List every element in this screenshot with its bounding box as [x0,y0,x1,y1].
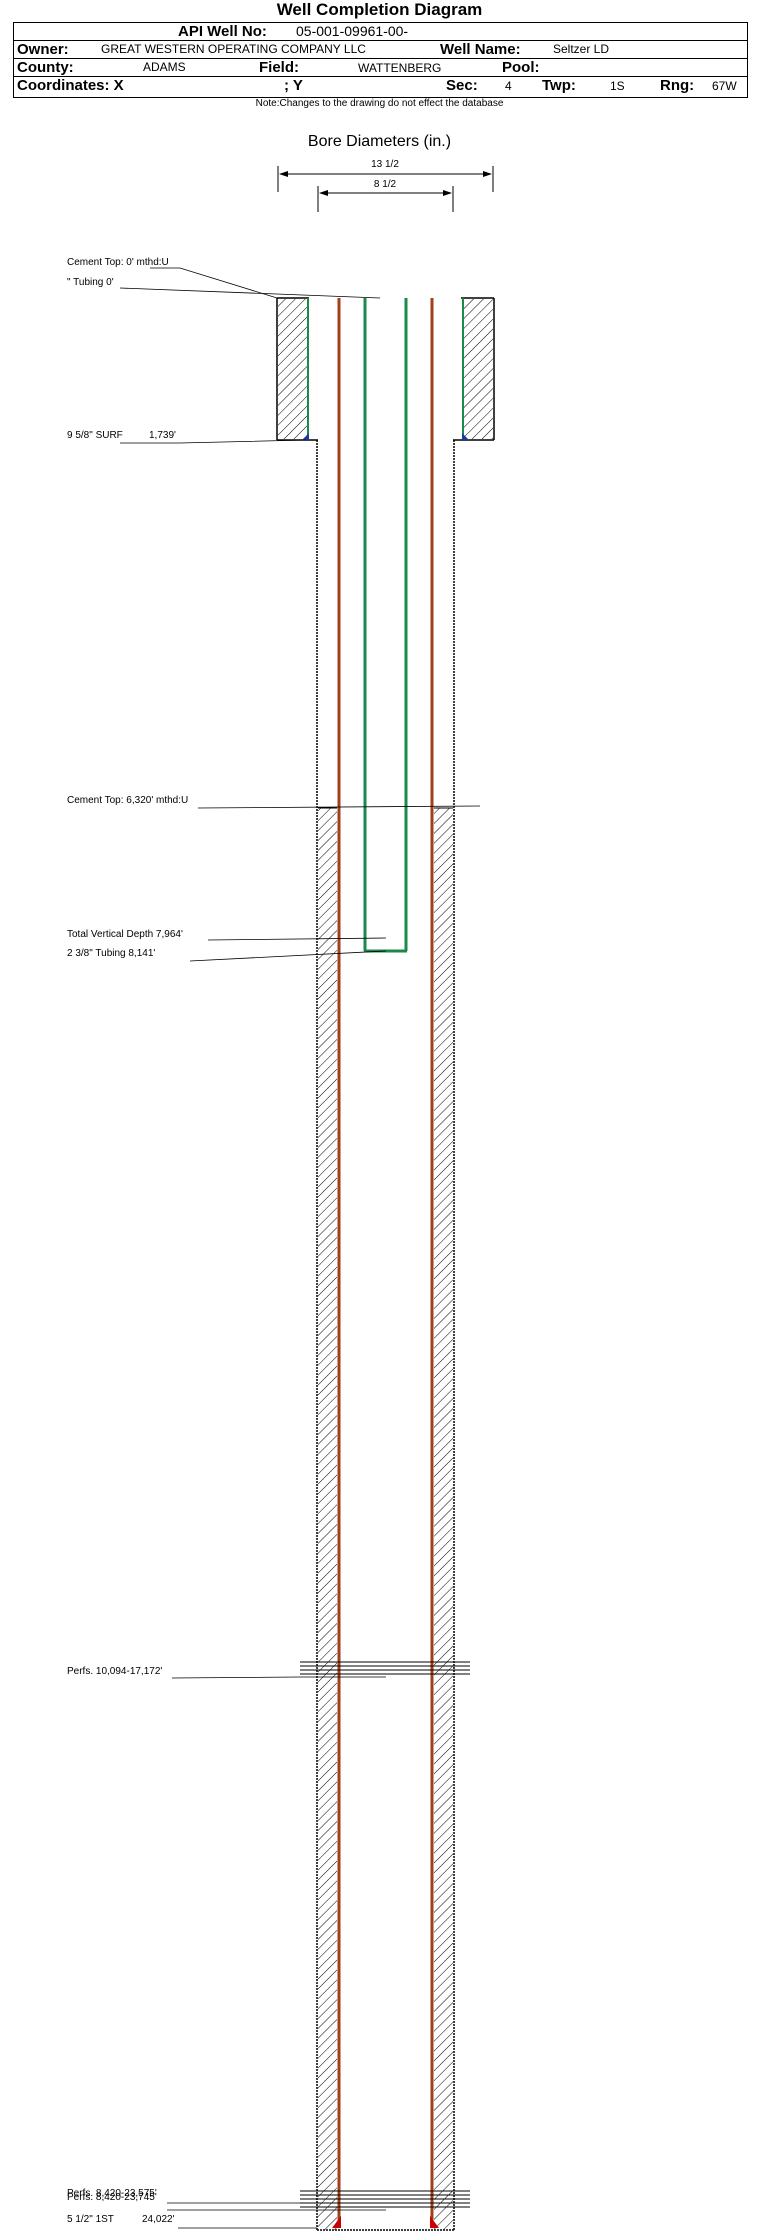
production-casing-label: 5 1/2" 1ST [67,2214,114,2225]
perforations-label: Perfs. 8,420-23,575' [67,2188,157,2199]
header-divider [13,76,748,77]
owner-value: GREAT WESTERN OPERATING COMPANY LLC [101,42,366,56]
production-casing-shoe-left [332,2216,341,2228]
field-label: Field: [259,59,299,76]
leader-lines [119,267,481,2229]
drawing-note: Note:Changes to the drawing do not effec… [255,98,504,109]
field-value: WATTENBERG [358,61,442,75]
township-value: 1S [610,79,625,93]
perforations-label: Perfs. 10,094-17,172' [67,1666,163,1677]
perforations-label: Perfs. 8,420-23,745' [67,2192,157,2203]
api-value: 05-001-09961-00- [296,23,409,39]
tubing-string [363,298,408,953]
production-cement-left [318,808,337,2230]
header-divider [13,40,748,41]
bore-diameter-label: 13 1/2 [371,159,399,170]
page-title: Well Completion Diagram [276,0,483,19]
range-label: Rng: [660,77,695,94]
total-vertical-depth-label: Total Vertical Depth 7,964' [67,929,183,940]
township-label: Twp: [542,77,576,94]
surface-hole [276,297,495,441]
cement-top-label: Cement Top: 0' mthd:U [67,257,169,268]
api-label: API Well No: [178,23,267,40]
pool-label: Pool: [502,59,540,76]
well-name-label: Well Name: [440,41,521,58]
section-label: Sec: [446,77,478,94]
coordinates-y-label: ; Y [284,77,303,94]
header-table [13,22,748,98]
county-label: County: [17,59,74,76]
surface-casing-depth: 1,739' [149,430,176,441]
bore-dimension-8-5 [317,186,454,212]
section-value: 4 [505,79,512,93]
bore-diameter-label: 8 1/2 [373,179,397,190]
tubing-label: 2 3/8" Tubing 8,141' [67,948,156,959]
bore-dimension-13-5 [277,166,494,192]
tubing-label: " Tubing 0' [67,277,114,288]
surface-cement-left [278,299,307,439]
surface-casing-label: 9 5/8" SURF [67,430,123,441]
surface-casing-shoe-left [302,433,309,440]
production-casing-shoe-right [430,2216,439,2228]
owner-label: Owner: [17,41,69,58]
bore-diameters-title: Bore Diameters (in.) [307,133,452,150]
coordinates-label: Coordinates: X [17,77,124,94]
county-value: ADAMS [143,60,186,74]
header-divider [13,58,748,59]
perforations-1 [300,1661,470,1675]
surface-casing-shoe-right [462,433,469,440]
production-cement-right [434,808,453,2230]
production-casing-depth: 24,022' [142,2214,175,2225]
range-value: 67W [712,79,737,93]
production-hole [316,440,455,2231]
cement-top-label: Cement Top: 6,320' mthd:U [67,795,189,806]
surface-cement-right [464,299,493,439]
well-name-value: Seltzer LD [553,42,610,56]
